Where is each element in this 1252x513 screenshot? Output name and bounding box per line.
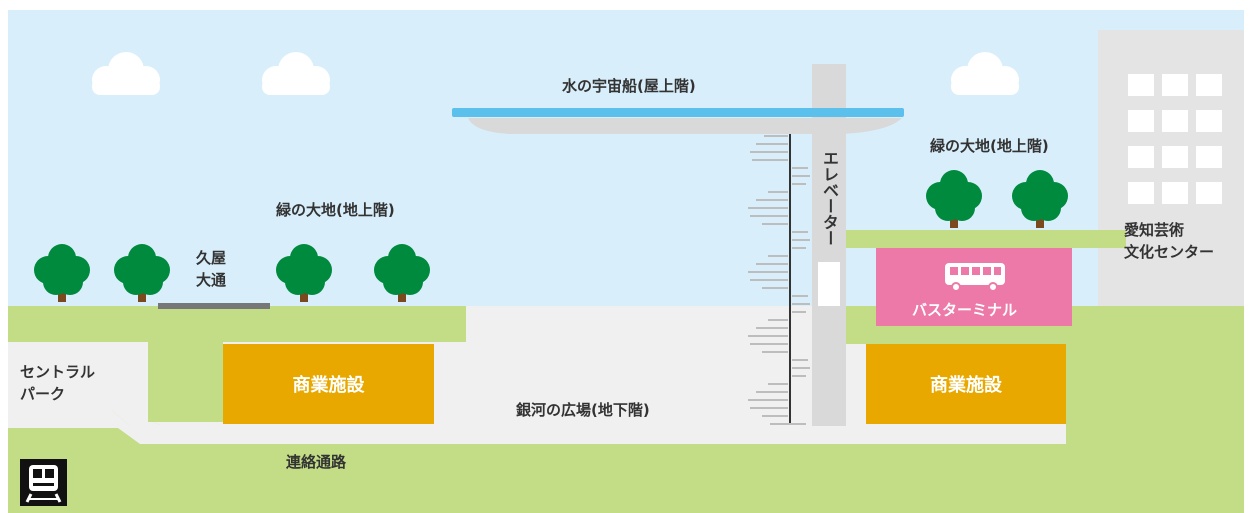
art-center-label-line1: 愛知芸術 xyxy=(1124,221,1185,239)
subway-train-icon xyxy=(20,459,67,506)
spaceship-roof-underside xyxy=(468,118,902,134)
cloud-icon xyxy=(262,52,330,95)
hisaya-label-line2: 大通 xyxy=(196,271,227,289)
connection-passage-label: 連絡通路 xyxy=(286,453,347,471)
green-pillar-left xyxy=(148,342,223,422)
bus-icon xyxy=(945,263,1005,292)
central-park-label-line1: セントラル xyxy=(20,363,96,381)
commercial-facility-right: 商業施設 xyxy=(866,344,1066,424)
tree-icon xyxy=(114,244,170,302)
tree-icon xyxy=(1012,170,1068,228)
facility-left-label: 商業施設 xyxy=(292,375,365,396)
commercial-facility-left: 商業施設 xyxy=(223,344,434,424)
passage-slope xyxy=(8,410,148,444)
tree-icon xyxy=(926,170,982,228)
bus-terminal-label: バスターミナル xyxy=(912,301,1018,319)
tree-icon xyxy=(374,244,430,302)
elevator-car xyxy=(818,262,840,306)
green-ledge-right xyxy=(846,326,1066,344)
spaceship-water-roof xyxy=(452,108,904,117)
cloud-icon xyxy=(951,52,1019,95)
hisaya-label-line1: 久屋 xyxy=(196,249,227,267)
hisaya-odori-bar xyxy=(158,303,270,309)
central-park-area xyxy=(8,342,148,426)
cloud-icon xyxy=(92,52,160,95)
bus-terminal-block xyxy=(876,248,1072,326)
elevator-label: エレベーター xyxy=(820,150,839,246)
tree-icon xyxy=(276,244,332,302)
central-park-label-line2: パーク xyxy=(20,385,66,403)
spaceship-label: 水の宇宙船(屋上階) xyxy=(562,77,696,95)
art-center-label-line2: 文化センター xyxy=(1124,243,1215,261)
art-center-building xyxy=(1098,30,1244,310)
galaxy-plaza-area xyxy=(466,306,846,426)
spiral-staircase xyxy=(748,134,810,425)
green-roof-right xyxy=(846,230,1126,248)
green-ground-left xyxy=(8,306,466,342)
tree-icon xyxy=(34,244,90,302)
galaxy-plaza-label: 銀河の広場(地下階) xyxy=(516,401,650,419)
green-right-edge xyxy=(1066,306,1244,446)
facility-right-label: 商業施設 xyxy=(930,375,1002,396)
green-ground-right-label: 緑の大地(地上階) xyxy=(930,137,1049,155)
green-ground-left-label: 緑の大地(地上階) xyxy=(276,201,395,219)
connection-passage xyxy=(148,426,1066,444)
